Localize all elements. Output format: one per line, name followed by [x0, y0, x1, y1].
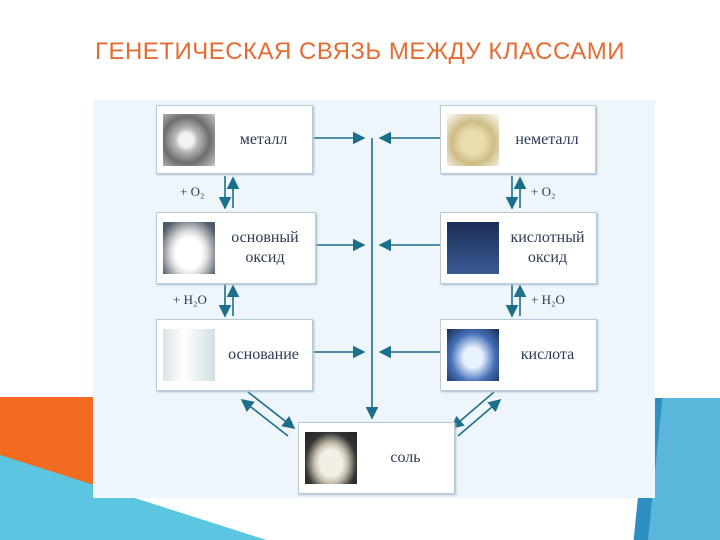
box-acid-label: кислота: [520, 346, 575, 363]
beaker-clear-liquid-photo: [163, 329, 215, 381]
salt-pile-photo: [305, 432, 357, 484]
box-metal: металл: [156, 105, 313, 174]
box-salt: соль: [298, 422, 455, 494]
flask-photo: [447, 222, 499, 274]
box-acid: кислота: [440, 319, 597, 391]
arrow-base-salt: [247, 391, 296, 429]
box-nonmetal: неметалл: [440, 105, 596, 174]
sulfur-powder-photo: [447, 113, 499, 166]
box-nonmetal-label: неметалл: [515, 130, 579, 148]
label-o2-right: + O₂: [531, 184, 556, 199]
box-metal-label: металл: [239, 130, 288, 148]
label-o2-left: + O₂: [180, 184, 205, 199]
arrow-acid-salt: [450, 391, 495, 430]
acid-oxide-line1: кислотный: [510, 229, 585, 246]
arrow-salt-acid: [457, 398, 502, 437]
box-basic-oxide: основный оксид: [156, 212, 316, 284]
box-salt-label: соль: [390, 449, 421, 466]
box-base-label: основание: [228, 346, 299, 363]
box-acid-oxide-label: кислотный оксид: [499, 228, 596, 268]
page-title: ГЕНЕТИЧЕСКАЯ СВЯЗЬ МЕЖДУ КЛАССАМИ: [94, 38, 626, 65]
basic-oxide-line2: оксид: [245, 249, 285, 266]
basic-oxide-line1: основный: [231, 229, 299, 246]
arrow-salt-base: [240, 399, 289, 437]
acid-oxide-line2: оксид: [527, 249, 568, 266]
label-h2o-left: + H₂O: [173, 292, 207, 307]
box-base: основание: [156, 319, 313, 391]
metal-ore-photo: [163, 113, 215, 166]
box-acid-oxide: кислотный оксид: [440, 212, 597, 284]
box-basic-oxide-label: основный оксид: [215, 228, 315, 268]
white-powder-photo: [163, 222, 215, 274]
beaker-blue-liquid-photo: [447, 329, 499, 381]
label-h2o-right: + H₂O: [531, 292, 565, 307]
